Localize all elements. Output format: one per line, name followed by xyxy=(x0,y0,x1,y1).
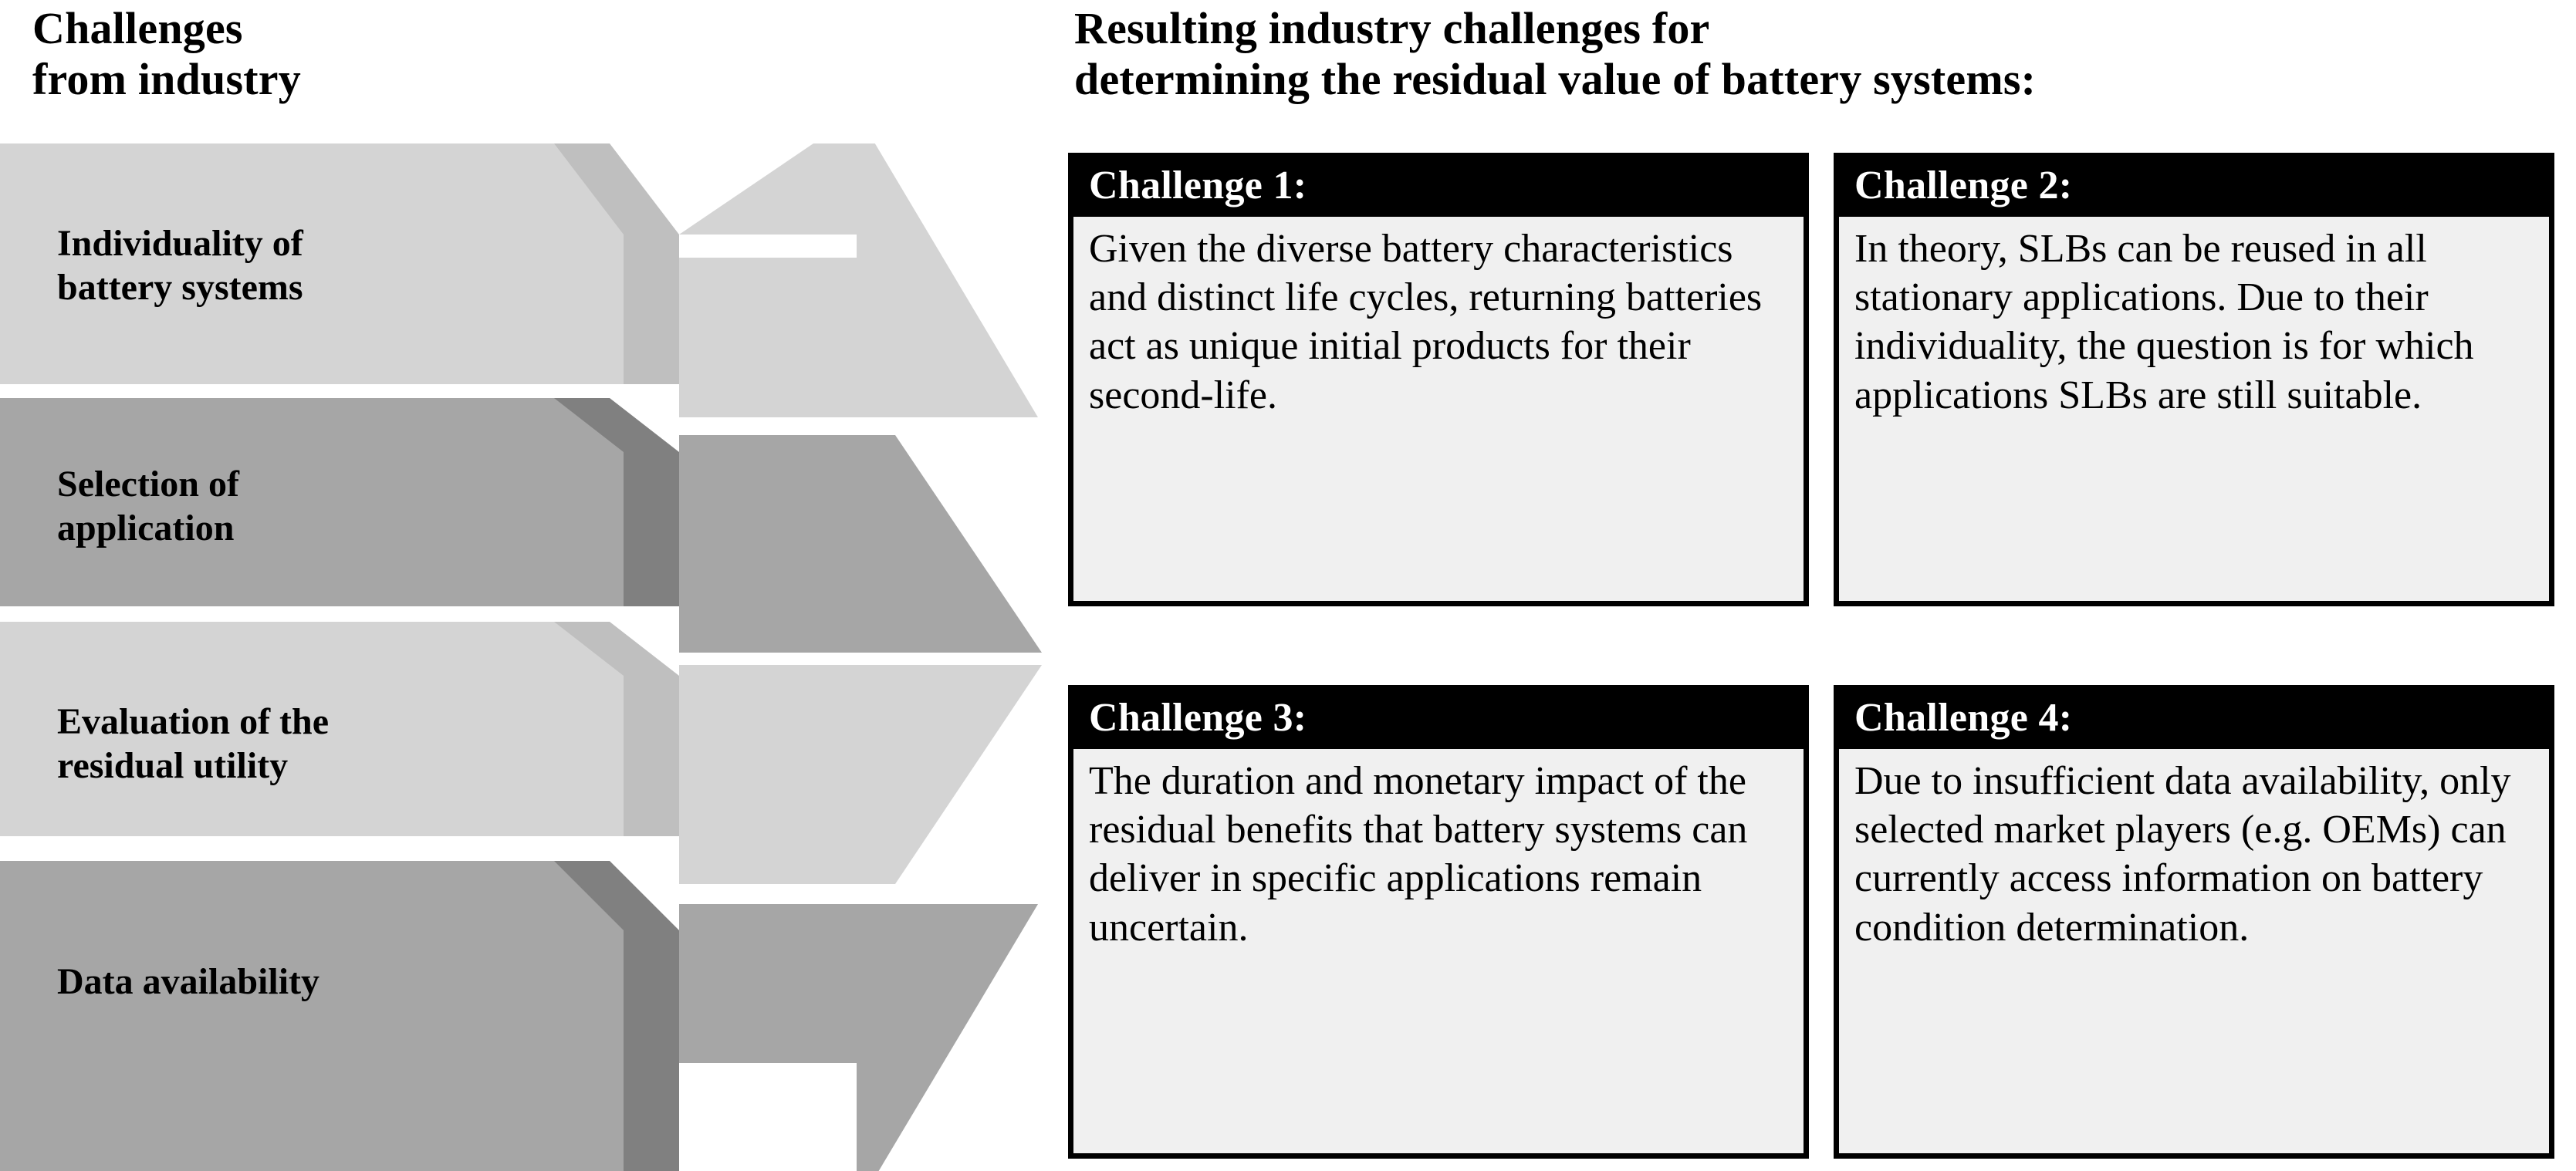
challenge-card-2: Challenge 2: In theory, SLBs can be reus… xyxy=(1834,153,2554,606)
band-1-plate xyxy=(0,143,624,384)
converging-arrows-diagram xyxy=(0,143,1080,1171)
band-4-plate xyxy=(0,861,624,1171)
challenge-card-3-body: The duration and monetary impact of the … xyxy=(1073,749,1804,1153)
challenge-card-1: Challenge 1: Given the diverse battery c… xyxy=(1068,153,1809,606)
band-label-selection: Selection of application xyxy=(57,464,239,548)
challenge-card-4: Challenge 4: Due to insufficient data av… xyxy=(1834,685,2554,1159)
challenge-card-2-body: In theory, SLBs can be reused in all sta… xyxy=(1839,217,2549,601)
band-2-plate xyxy=(0,398,624,606)
band-3-plate xyxy=(0,622,624,836)
challenge-card-2-title: Challenge 2: xyxy=(1839,158,2549,217)
band-3-arrow xyxy=(679,665,1042,884)
challenge-card-3-title: Challenge 3: xyxy=(1073,690,1804,749)
band-1-arrow xyxy=(679,143,1033,384)
challenge-card-4-body: Due to insufficient data availability, o… xyxy=(1839,749,2549,1153)
challenge-card-4-title: Challenge 4: xyxy=(1839,690,2549,749)
challenge-card-1-body: Given the diverse battery characteristic… xyxy=(1073,217,1804,601)
challenge-card-1-title: Challenge 1: xyxy=(1073,158,1804,217)
challenge-card-3: Challenge 3: The duration and monetary i… xyxy=(1068,685,1809,1159)
band-4-arrow xyxy=(679,904,1038,1171)
band-1-arrow-body xyxy=(679,143,1038,417)
right-panel-heading: Resulting industry challenges for determ… xyxy=(1074,3,2037,105)
left-panel-heading: Challenges from industry xyxy=(32,3,301,105)
band-2-arrow xyxy=(679,435,1042,653)
band-label-data-availability: Data availability xyxy=(57,961,320,1002)
band-label-evaluation: Evaluation of the residual utility xyxy=(57,701,330,786)
band-label-individuality: Individuality of battery systems xyxy=(57,223,303,308)
